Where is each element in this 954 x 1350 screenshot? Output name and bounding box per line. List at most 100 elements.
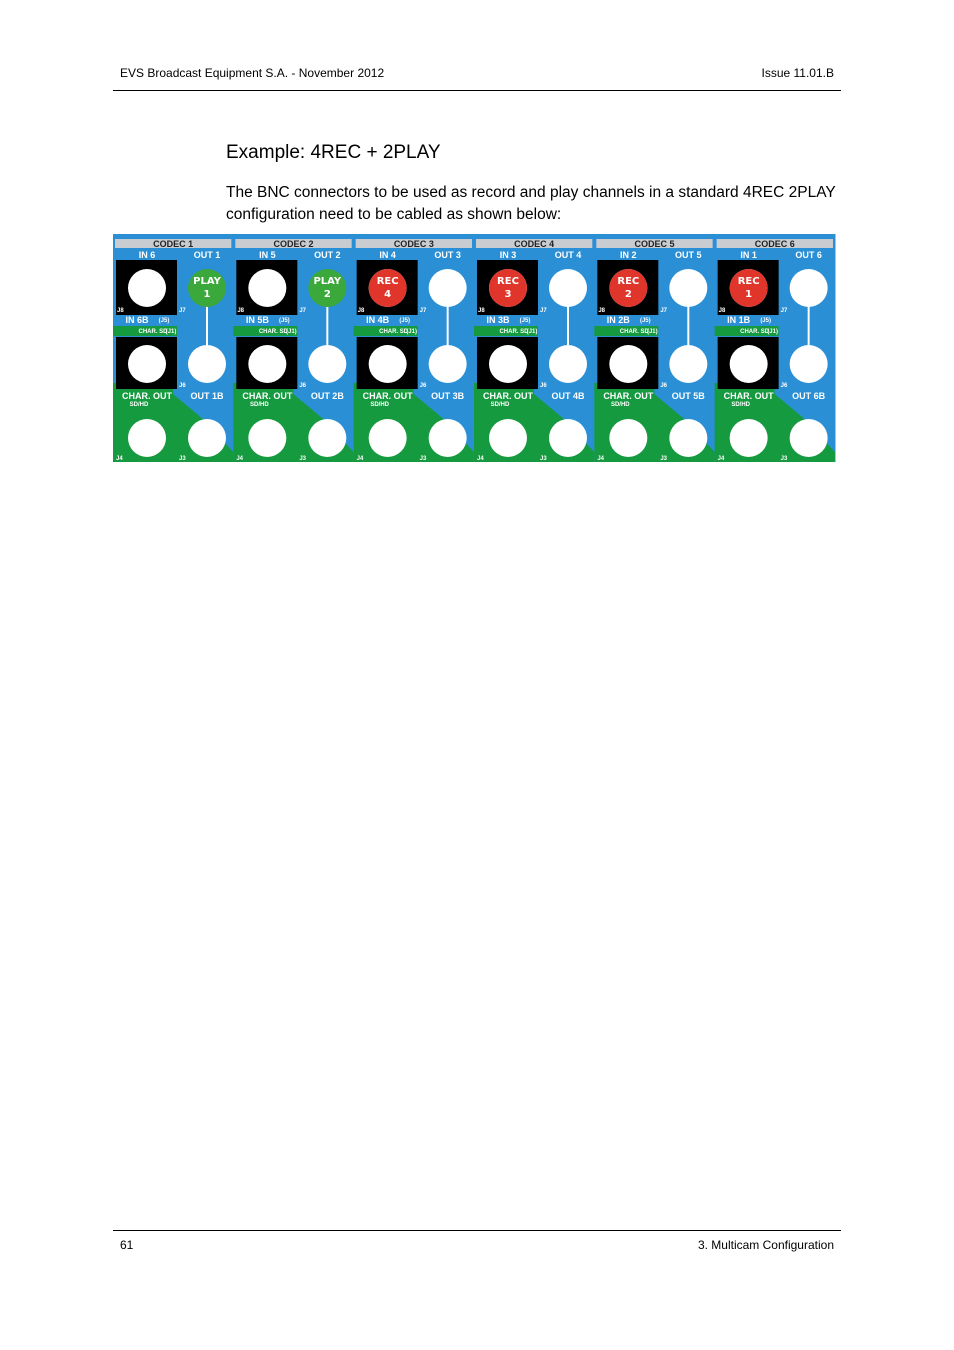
section-title: Example: 4REC + 2PLAY xyxy=(226,142,441,163)
codec-5-badge-line1: REC xyxy=(617,276,639,287)
codec-1-j5-label: (J5) xyxy=(159,318,170,324)
codec-6-out-bnc xyxy=(789,269,828,307)
codec-6-char-sd-j1-label: (J1) xyxy=(767,329,778,335)
codec-1-outb-bnc xyxy=(188,345,226,383)
codec-6-in-label: IN 1 xyxy=(740,250,757,260)
codec-2-badge-line2: 2 xyxy=(324,289,331,300)
codec-6-rec-badge xyxy=(729,269,768,307)
codec-3-j8-label: J8 xyxy=(358,308,365,314)
codec-3-inb-label: IN 4B xyxy=(366,315,390,325)
codec-6-j3-label: J3 xyxy=(781,456,788,462)
codec-2-inb-bnc xyxy=(248,345,287,383)
codec-3-out-label: OUT 3 xyxy=(434,250,461,260)
codec-1-out-label: OUT 1 xyxy=(194,250,221,260)
codec-6-name: CODEC 6 xyxy=(755,239,795,249)
codec-4-inb-label: IN 3B xyxy=(486,315,510,325)
codec-6-outb-bnc xyxy=(789,345,828,383)
intro-paragraph: The BNC connectors to be used as record … xyxy=(226,184,836,223)
codec-3-outb-label: OUT 3B xyxy=(431,391,465,401)
codec-3-badge-line2: 4 xyxy=(384,289,391,300)
codec-5-j7-label: J7 xyxy=(660,308,667,314)
codec-4-j6-label: J6 xyxy=(540,383,547,389)
page-number: 61 xyxy=(120,1238,134,1252)
codec-3-inb-bnc xyxy=(368,345,407,383)
codec-1-outb-label: OUT 1B xyxy=(190,391,224,401)
codec-4-badge-line1: REC xyxy=(497,276,519,287)
codec-5-j8-label: J8 xyxy=(598,308,605,314)
codec-3-badge-line1: REC xyxy=(377,276,399,287)
codec-6-name-bar xyxy=(716,239,833,248)
codec-2-outb-label: OUT 2B xyxy=(311,391,345,401)
codec-1-name-bar xyxy=(115,239,232,248)
codec-5-name-bar xyxy=(596,239,713,248)
codec-1-in-label: IN 6 xyxy=(139,250,156,260)
codec-5-j3-label: J3 xyxy=(660,456,667,462)
codec-4-outb-label: OUT 4B xyxy=(551,391,585,401)
codec-2-inb-label: IN 5B xyxy=(246,315,270,325)
codec-4-j8-label: J8 xyxy=(478,308,485,314)
codec-5-inb-bnc xyxy=(609,345,648,383)
codec-5-j5-label: (J5) xyxy=(640,318,651,324)
codec-1-j4-label: J4 xyxy=(116,456,123,462)
codec-1-sdhd-label: SD/HD xyxy=(130,402,149,408)
codec-4-char-sd-j1-label: (J1) xyxy=(527,329,538,335)
codec-1-inb-bnc xyxy=(128,345,166,383)
codec-1-inb-label: IN 6B xyxy=(125,315,149,325)
codec-3-j6-label: J6 xyxy=(420,383,427,389)
codec-6-char-out-bnc xyxy=(729,419,768,457)
codec-4-out-label: OUT 4 xyxy=(555,250,582,260)
codec-2-j5-label: (J5) xyxy=(279,318,290,324)
codec-4-j7-label: J7 xyxy=(540,308,547,314)
codec-4-in-label: IN 3 xyxy=(500,250,517,260)
codec-3-char-sd-strip xyxy=(353,326,418,336)
codec-1-char-sd-j1-label: (J1) xyxy=(166,329,177,335)
codec-4-char-sd-strip xyxy=(473,326,538,336)
codec-6-j8-label: J8 xyxy=(719,308,726,314)
page-header-left: EVS Broadcast Equipment S.A. - November … xyxy=(120,66,385,80)
codec-1-char-out-label: CHAR. OUT xyxy=(122,391,172,401)
codec-1-j7-label: J7 xyxy=(179,308,186,314)
codec-3-char-sd-label: CHAR. SD xyxy=(379,329,409,335)
codec-6-outb-label: OUT 6B xyxy=(792,391,826,401)
codec-6-inb-bnc xyxy=(729,345,768,383)
codec-6-j7-label: J7 xyxy=(781,308,788,314)
codec-1-char-out-bnc xyxy=(128,419,166,457)
codec-5-j3-bnc xyxy=(669,419,708,457)
codec-1-j3-bnc xyxy=(188,419,226,457)
codec-4-name: CODEC 4 xyxy=(514,239,554,249)
codec-5-rec-badge xyxy=(609,269,648,307)
codec-4-inb-bnc xyxy=(488,345,527,383)
codec-4-j5-label: (J5) xyxy=(520,318,531,324)
codec-2-j3-label: J3 xyxy=(299,456,306,462)
codec-1-badge-line2: 1 xyxy=(204,289,211,300)
codec-3-sdhd-label: SD/HD xyxy=(370,402,389,408)
codec-4-char-out-label: CHAR. OUT xyxy=(483,391,533,401)
codec-1-j8-label: J8 xyxy=(117,308,124,314)
codec-2-j3-bnc xyxy=(308,419,347,457)
codec-3-rec-badge xyxy=(368,269,407,307)
codec-4-j3-bnc xyxy=(548,419,587,457)
codec-3-name-bar xyxy=(355,239,472,248)
codec-4-sdhd-label: SD/HD xyxy=(491,402,510,408)
codec-5-j4-label: J4 xyxy=(597,456,604,462)
codec-3-j7-label: J7 xyxy=(420,308,427,314)
codec-2-j7-label: J7 xyxy=(299,308,306,314)
codec-5-char-sd-strip xyxy=(594,326,659,336)
codec-4-rec-badge xyxy=(488,269,527,307)
codec-6-out-label: OUT 6 xyxy=(795,250,822,260)
header-rule xyxy=(113,90,841,91)
codec-6-char-sd-strip xyxy=(714,326,779,336)
codec-4-j3-label: J3 xyxy=(540,456,547,462)
codec-2-play-badge xyxy=(308,269,347,307)
codec-6-j5-label: (J5) xyxy=(760,318,771,324)
codec-5-char-sd-j1-label: (J1) xyxy=(647,329,658,335)
codec-6-j4-label: J4 xyxy=(718,456,725,462)
codec-1-play-badge xyxy=(188,269,226,307)
codec-2-outb-bnc xyxy=(308,345,347,383)
chapter-name: 3. Multicam Configuration xyxy=(697,1238,834,1252)
codec-2-out-label: OUT 2 xyxy=(314,250,341,260)
footer-rule xyxy=(113,1230,841,1231)
codec-6-char-sd-label: CHAR. SD xyxy=(740,329,770,335)
codec-6-inb-label: IN 1B xyxy=(727,315,751,325)
